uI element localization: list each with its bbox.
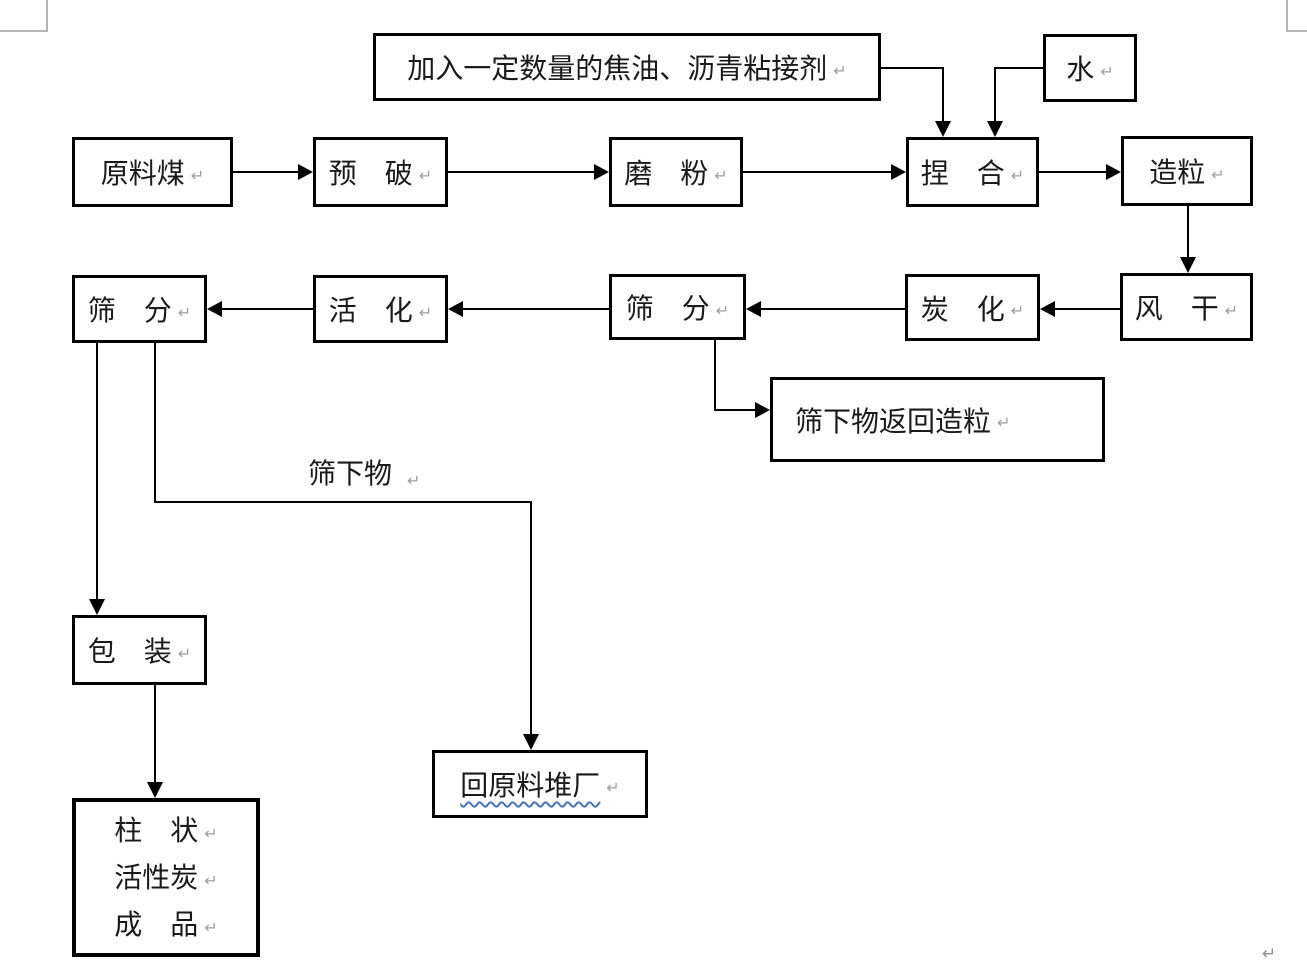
- node-label: 炭 化: [920, 292, 1005, 326]
- arrow-head-down: [89, 599, 105, 615]
- arrow-head-right: [594, 164, 609, 180]
- edge-label-undersize: 筛下物 ↵: [308, 452, 420, 492]
- arrow-head-down: [987, 121, 1003, 137]
- node-label: 预 破: [328, 157, 413, 190]
- node-product: 柱 状 ↵ 活性炭 ↵ 成 品 ↵: [72, 798, 260, 957]
- node-water: 水 ↵: [1043, 34, 1137, 102]
- edge-sieving-mid-to-undersize-return-v: [714, 340, 716, 411]
- arrow-head-right: [1106, 164, 1121, 180]
- node-milling: 磨 粉 ↵: [609, 137, 743, 207]
- paragraph-mark: ↵: [1100, 61, 1114, 81]
- page-boundary-mark-top-right-v: [1286, 0, 1288, 31]
- paragraph-mark: ↵: [204, 824, 218, 843]
- node-label: 回原料堆厂: [460, 769, 601, 802]
- arrow-head-right: [755, 402, 770, 418]
- node-label: 包 装: [87, 635, 172, 668]
- edge-undersize-h: [154, 501, 532, 503]
- edge-undersize-v1: [154, 343, 156, 503]
- arrow-head-down: [523, 734, 539, 750]
- edge-undersize-v2: [530, 501, 532, 736]
- paragraph-mark: ↵: [1010, 165, 1025, 185]
- node-label: 造粒: [1149, 156, 1206, 189]
- edge-label-text: 筛下物: [308, 457, 393, 490]
- arrow-head-left: [207, 301, 222, 317]
- paragraph-mark: ↵: [418, 302, 433, 322]
- paragraph-mark: ↵: [1211, 164, 1225, 184]
- paragraph-mark: ↵: [1010, 301, 1025, 320]
- node-label: 磨 粉: [624, 157, 709, 190]
- arrow-head-left: [1040, 301, 1055, 317]
- arrow-head-down: [1180, 257, 1196, 273]
- node-sieving-mid: 筛 分 ↵: [609, 274, 746, 340]
- edge-binder-to-kneading-v: [942, 67, 944, 123]
- paragraph-mark: ↵: [177, 643, 192, 663]
- node-label: 风 干: [1134, 292, 1219, 325]
- node-raw-coal: 原料煤 ↵: [72, 137, 233, 207]
- edge-activation-to-sieving-left: [222, 308, 313, 310]
- node-label: 活 化: [328, 294, 413, 327]
- node-label: 捏 合: [920, 157, 1005, 190]
- edge-sieving-mid-to-undersize-return-h: [714, 409, 756, 411]
- edge-raw-coal-to-pre-crush: [233, 171, 299, 173]
- paragraph-mark: ↵: [1262, 944, 1277, 964]
- arrow-head-right: [891, 164, 906, 180]
- paragraph-mark: ↵: [204, 871, 218, 890]
- arrow-head-left: [746, 301, 761, 317]
- edge-air-dry-to-carbonization: [1055, 308, 1120, 310]
- node-label: 筛 分: [625, 292, 710, 325]
- node-sieving-left: 筛 分 ↵: [72, 275, 207, 343]
- paragraph-mark: ↵: [406, 471, 421, 490]
- paragraph-mark: ↵: [606, 777, 620, 797]
- node-return-yard: 回原料堆厂 ↵: [432, 750, 648, 818]
- paragraph-mark: ↵: [714, 165, 728, 185]
- edge-water-to-kneading-h: [994, 67, 1043, 69]
- node-label: 原料煤: [100, 157, 185, 190]
- paragraph-mark: ↵: [1224, 300, 1239, 320]
- node-packaging: 包 装 ↵: [72, 615, 207, 685]
- node-kneading: 捏 合 ↵: [906, 137, 1039, 207]
- paragraph-mark: ↵: [190, 165, 205, 185]
- node-granulation: 造粒 ↵: [1121, 136, 1253, 206]
- node-air-dry: 风 干 ↵: [1120, 273, 1253, 341]
- edge-packaging-to-product: [154, 684, 156, 784]
- edge-binder-to-kneading-h: [878, 67, 944, 69]
- edge-sieving-mid-to-activation: [463, 308, 609, 310]
- edge-kneading-to-granulation: [1039, 171, 1107, 173]
- node-label-line1: 柱 状: [114, 814, 199, 847]
- paragraph-mark: ↵: [997, 413, 1011, 432]
- node-label: 筛下物返回造粒: [795, 404, 992, 438]
- node-label: 加入一定数量的焦油、沥青粘接剂: [407, 52, 828, 85]
- paragraph-mark: ↵: [204, 918, 218, 937]
- edge-water-to-kneading-v: [994, 67, 996, 123]
- arrow-head-right: [298, 164, 313, 180]
- node-label-line3: 成 品: [114, 908, 199, 941]
- edge-pre-crush-to-milling: [448, 171, 595, 173]
- edge-granulation-to-air-dry: [1187, 206, 1189, 258]
- node-activation: 活 化 ↵: [313, 275, 448, 343]
- edge-milling-to-kneading: [743, 171, 892, 173]
- paragraph-mark: ↵: [833, 60, 847, 80]
- edge-carbonization-to-sieving-mid: [761, 308, 905, 310]
- node-label-line2: 活性炭: [114, 861, 199, 894]
- page-boundary-mark-top-left-h: [0, 30, 48, 32]
- page-boundary-mark-top-right-h: [1286, 30, 1307, 32]
- edge-sieving-left-to-packaging: [96, 343, 98, 601]
- node-undersize-return: 筛下物返回造粒 ↵: [770, 377, 1105, 462]
- node-label: 水: [1066, 53, 1095, 86]
- node-pre-crush: 预 破 ↵: [313, 137, 448, 207]
- arrow-head-down: [935, 121, 951, 137]
- paragraph-mark: ↵: [177, 302, 192, 322]
- arrow-head-left: [448, 301, 463, 317]
- paragraph-mark: ↵: [418, 165, 433, 185]
- node-carbonization: 炭 化 ↵: [905, 274, 1040, 341]
- page-boundary-mark-top-left-v: [46, 0, 48, 31]
- paragraph-mark: ↵: [715, 300, 730, 320]
- node-label: 筛 分: [87, 294, 172, 327]
- node-binder-note: 加入一定数量的焦油、沥青粘接剂 ↵: [373, 33, 881, 101]
- arrow-head-down: [147, 782, 163, 798]
